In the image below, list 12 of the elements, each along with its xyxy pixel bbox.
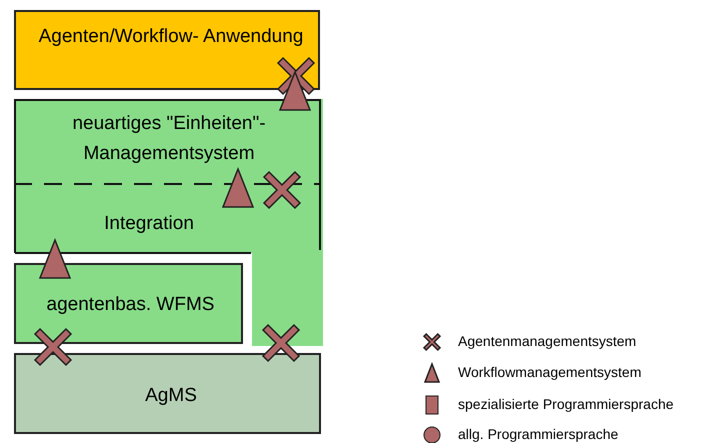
legend-label: allg. Programmiersprache <box>458 426 618 442</box>
layer-box <box>14 353 321 434</box>
layer-label: Integration <box>103 212 195 236</box>
layer-box <box>14 10 320 90</box>
legend-label: spezialisierte Programmiersprache <box>458 396 674 412</box>
legend-label: Agentenmanagementsystem <box>458 333 636 349</box>
legend-label: Workflowmanagementsystem <box>458 364 642 380</box>
layer-label: Agenten/Workflow- Anwendung <box>38 25 304 49</box>
layer-box <box>14 263 243 344</box>
layer-label: agentenbas. WFMS <box>46 293 216 317</box>
layer-label: neuartiges "Einheiten"- Managementsystem <box>71 112 267 166</box>
layer-label: AgMS <box>144 384 198 408</box>
